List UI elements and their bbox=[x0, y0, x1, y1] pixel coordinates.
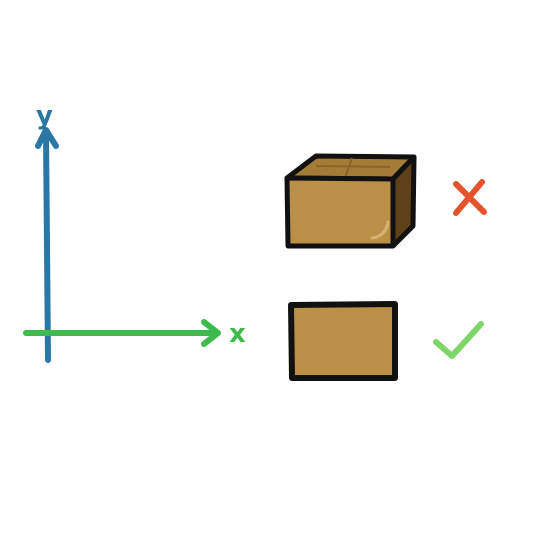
wrong-mark bbox=[453, 179, 487, 216]
y-axis: y bbox=[35, 101, 59, 363]
box-3d-tape bbox=[315, 165, 391, 168]
box-2d bbox=[288, 301, 398, 381]
y-axis-line bbox=[43, 131, 51, 363]
x-axis: x bbox=[23, 319, 246, 349]
y-axis-label: y bbox=[36, 101, 53, 131]
box-2d-face bbox=[288, 301, 398, 381]
x-mark-icon bbox=[453, 179, 487, 216]
box-3d-tape-edge bbox=[344, 157, 353, 179]
box-3d bbox=[284, 153, 417, 249]
right-mark bbox=[433, 321, 484, 359]
x-axis-arrowhead bbox=[201, 319, 221, 347]
box-3d-highlight bbox=[370, 220, 390, 240]
y-axis-arrowhead bbox=[35, 127, 59, 149]
check-mark-icon bbox=[433, 321, 484, 359]
x-axis-label: x bbox=[229, 319, 246, 349]
box-3d-front bbox=[284, 175, 396, 249]
